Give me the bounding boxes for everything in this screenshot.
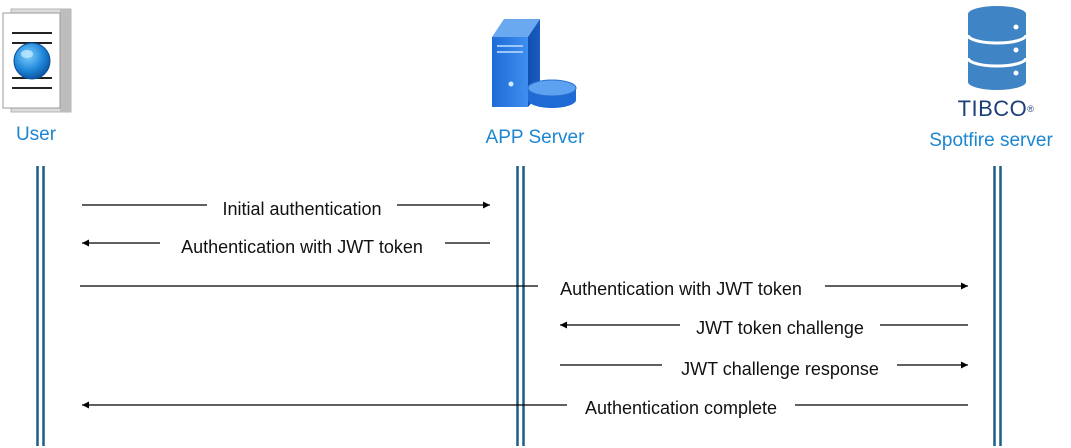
message-jwt-challenge-response: JWT challenge response [560, 355, 968, 379]
actor-label-user: User [15, 124, 57, 145]
server-database-icon [492, 19, 577, 108]
lifeline-user [36, 166, 45, 446]
actor-label-spotfire-server: Spotfire server [929, 130, 1053, 151]
message-auth-jwt-to-user: Authentication with JWT token [82, 233, 490, 257]
message-initial-authentication: Initial authentication [82, 195, 490, 219]
user-globe-icon [2, 8, 72, 113]
message-label: JWT token challenge [696, 318, 864, 338]
tibco-logo: TIBCO® [957, 96, 1035, 121]
lifeline-app-server [516, 166, 525, 446]
message-auth-jwt-to-spotfire: Authentication with JWT token [80, 276, 968, 299]
message-label: Authentication with JWT token [181, 237, 423, 257]
message-authentication-complete: Authentication complete [82, 395, 968, 418]
message-label: Authentication complete [585, 398, 777, 418]
lifeline-spotfire-server [993, 166, 1002, 446]
message-label: JWT challenge response [681, 359, 879, 379]
message-label: Initial authentication [222, 199, 381, 219]
actor-label-app-server: APP Server [485, 127, 585, 148]
message-label: Authentication with JWT token [560, 279, 802, 299]
message-jwt-token-challenge: JWT token challenge [560, 315, 968, 338]
database-stack-icon [966, 6, 1028, 90]
